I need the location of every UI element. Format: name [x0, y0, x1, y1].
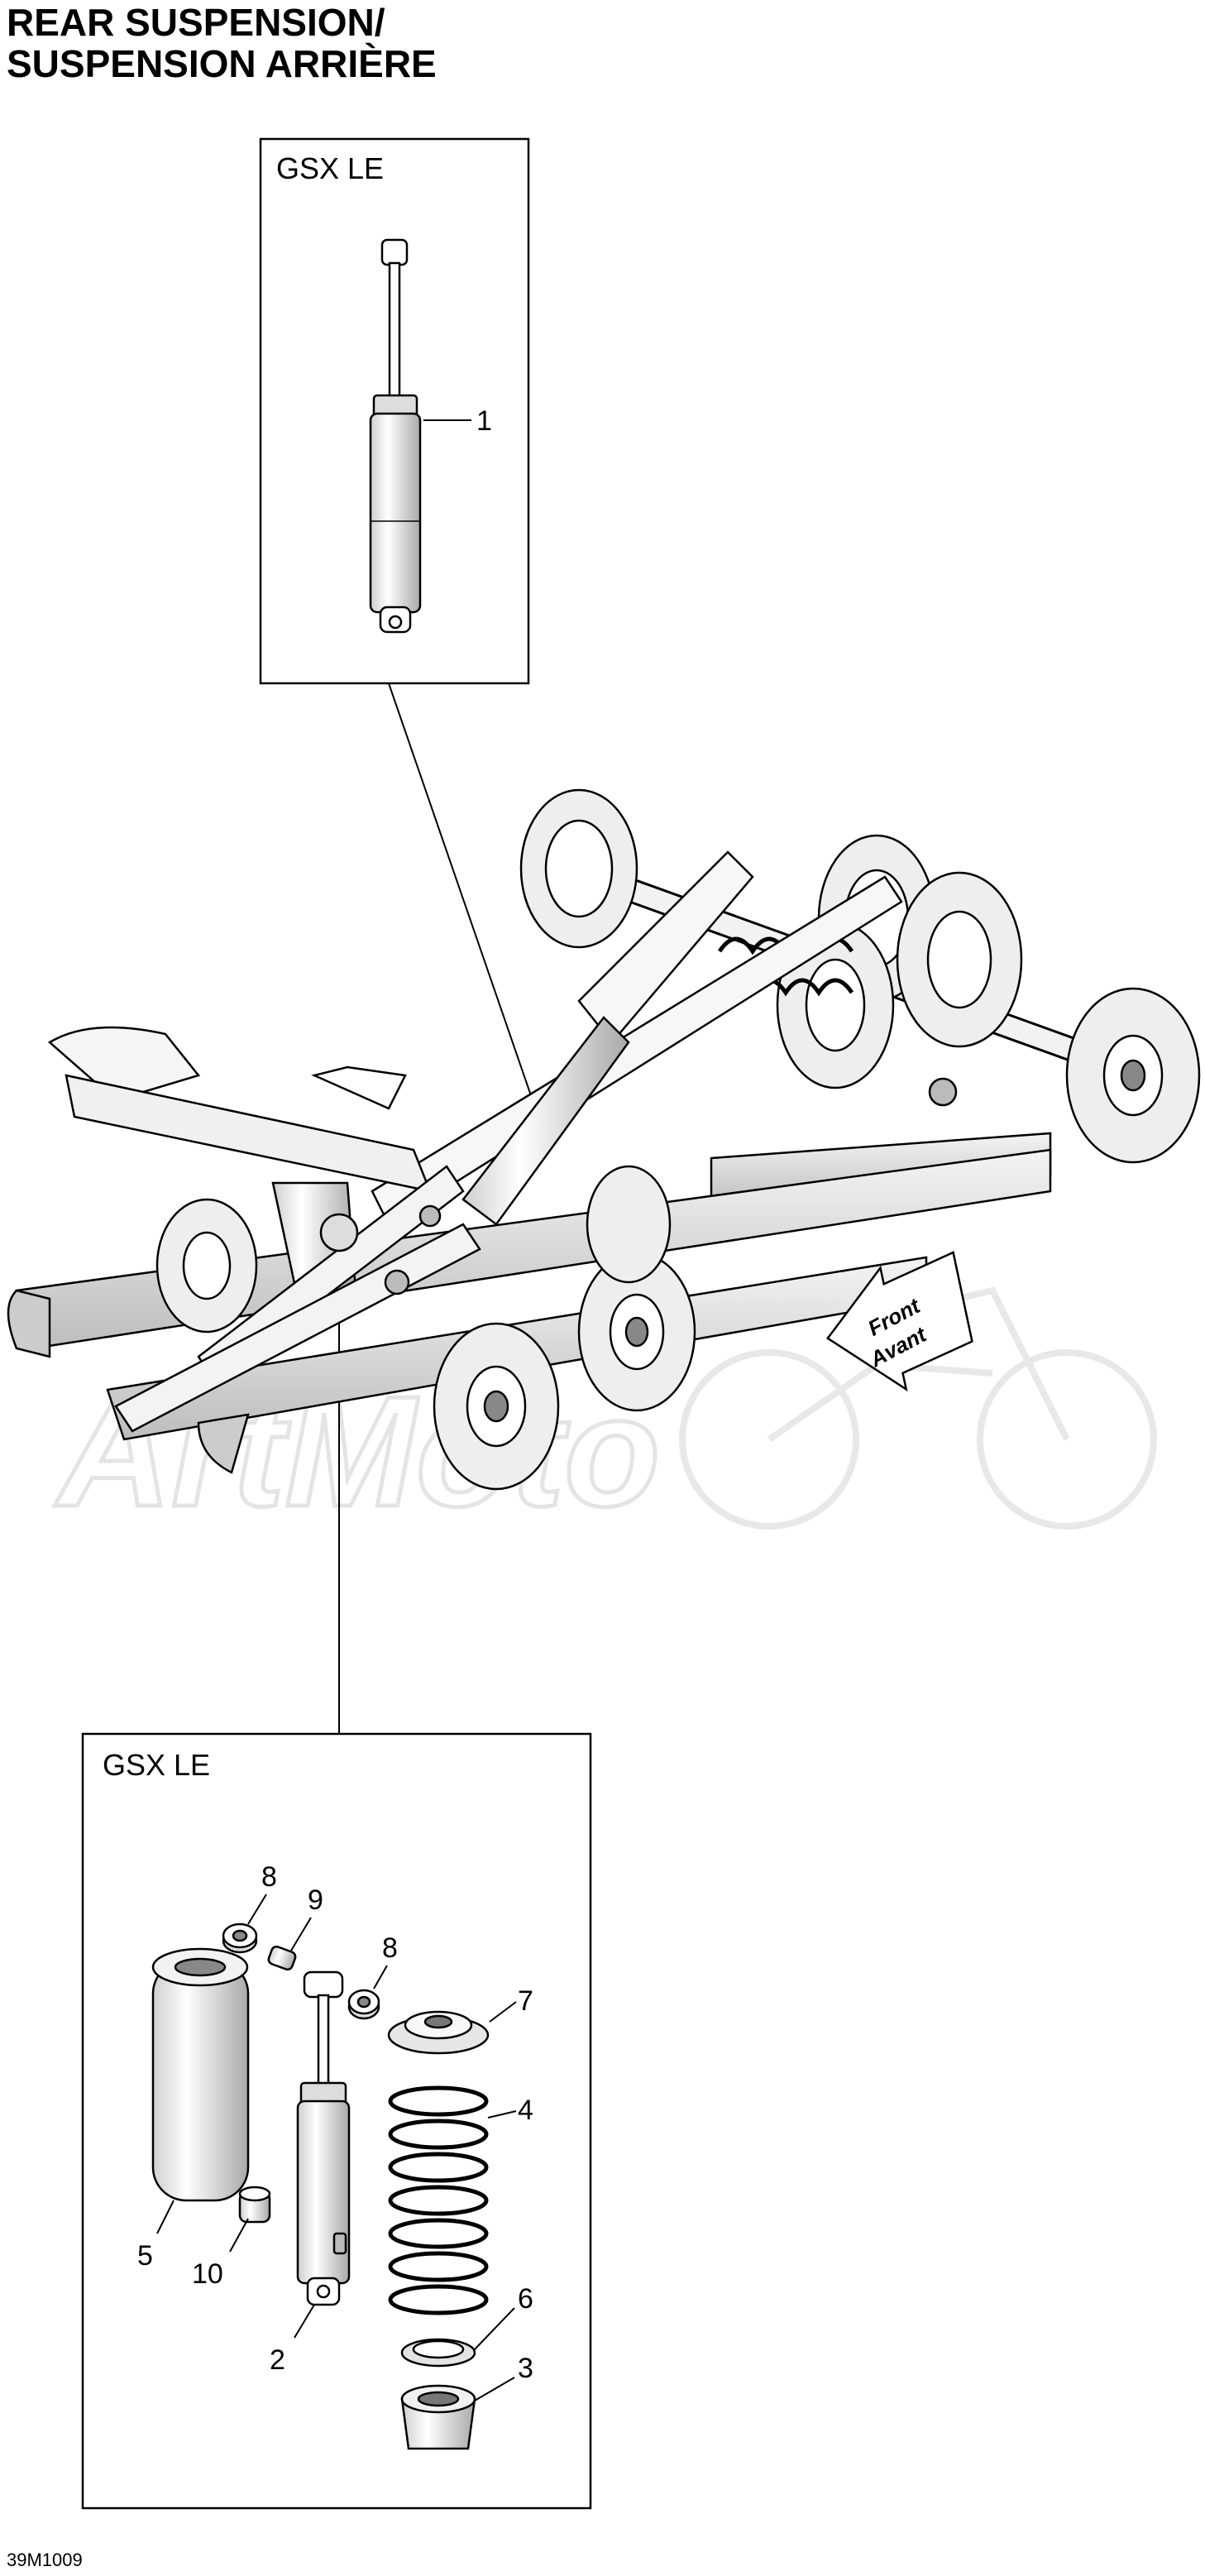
callout-10: 10 [192, 2258, 223, 2290]
protective-boot-5 [151, 1947, 250, 2202]
diagram-code: 39M1009 [7, 2550, 83, 2570]
bottom-detail-box: GSX LE [81, 1732, 592, 2510]
bottom-box-label: GSX LE [103, 1748, 210, 1782]
top-box-label: GSX LE [276, 151, 384, 185]
idler-wheel-rear-left [519, 788, 638, 949]
idler-wheel-rear-mid-b [896, 871, 1023, 1048]
bushing-8-left [222, 1922, 258, 1954]
rear-suspension-assembly [7, 788, 1201, 1491]
callout-2: 2 [270, 2344, 285, 2376]
shock-absorber-1 [369, 238, 422, 634]
spring-retainer-7 [387, 2010, 490, 2055]
title-line-french: SUSPENSION ARRIÈRE [7, 42, 437, 85]
idler-wheel-front-right [577, 1252, 696, 1412]
title-line-english: REAR SUSPENSION/ [7, 1, 385, 44]
idler-wheel-rear-right [1065, 987, 1201, 1164]
idler-wheel-front-inner [586, 1165, 672, 1284]
idler-wheel-front-center [433, 1322, 560, 1491]
leader-line-top [388, 682, 535, 1106]
coil-spring-4 [388, 2085, 489, 2315]
spacer-9 [267, 1945, 297, 1971]
callout-3: 3 [518, 2353, 533, 2384]
page-title: REAR SUSPENSION/ SUSPENSION ARRIÈRE [7, 2, 437, 84]
idler-wheel-front-left [155, 1198, 258, 1333]
adjuster-nut-3 [400, 2384, 476, 2450]
callout-5: 5 [137, 2240, 153, 2272]
idler-wheel-rear-inner [776, 921, 895, 1089]
callout-9: 9 [308, 1884, 323, 1916]
callout-1: 1 [476, 405, 492, 437]
front-direction-arrow: Front Avant [826, 1251, 973, 1392]
bushing-10 [238, 2186, 271, 2224]
washer-6 [400, 2338, 476, 2368]
callout-7: 7 [518, 1985, 533, 2017]
top-detail-box: GSX LE 1 [259, 137, 530, 685]
callout-8-left: 8 [261, 1861, 277, 1893]
bushing-8-right [347, 1989, 380, 2020]
callout-4: 4 [518, 2095, 533, 2126]
callout-8-right: 8 [382, 1932, 398, 1964]
shock-absorber-2 [296, 1970, 351, 2306]
callout-6: 6 [518, 2283, 533, 2315]
